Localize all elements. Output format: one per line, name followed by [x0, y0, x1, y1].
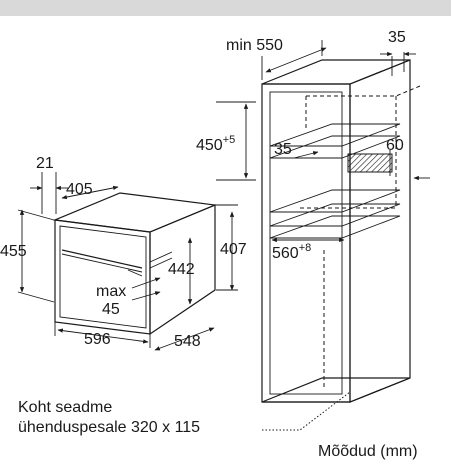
- socket-note-line1: Koht seadme: [18, 399, 112, 416]
- socket-note-line2: ühenduspesale 320 x 115: [18, 419, 200, 436]
- label-35-top: 35: [388, 29, 406, 46]
- label-max: max: [96, 283, 126, 300]
- dimension-labels: min 550 35 450+5 35 60 560+8 21 405 455 …: [0, 29, 418, 460]
- label-548: 548: [174, 333, 201, 350]
- cabinet-dimensions: [216, 40, 430, 243]
- label-442: 442: [168, 261, 195, 278]
- label-45: 45: [102, 301, 120, 318]
- label-407: 407: [220, 241, 247, 258]
- label-596: 596: [84, 331, 111, 348]
- label-60: 60: [386, 137, 404, 154]
- socket-leader-line: [262, 391, 351, 431]
- top-band: [0, 0, 451, 16]
- label-560: 560+8: [272, 242, 311, 262]
- label-min550: min 550: [226, 37, 283, 54]
- cabinet-drawing: [261, 59, 421, 403]
- label-21: 21: [36, 155, 54, 172]
- label-405: 405: [66, 181, 93, 198]
- units-note: Mõõdud (mm): [318, 443, 418, 460]
- oven-dimensions: [17, 172, 238, 351]
- label-35-mid: 35: [274, 141, 292, 158]
- label-455: 455: [0, 243, 27, 260]
- label-450: 450+5: [196, 134, 235, 154]
